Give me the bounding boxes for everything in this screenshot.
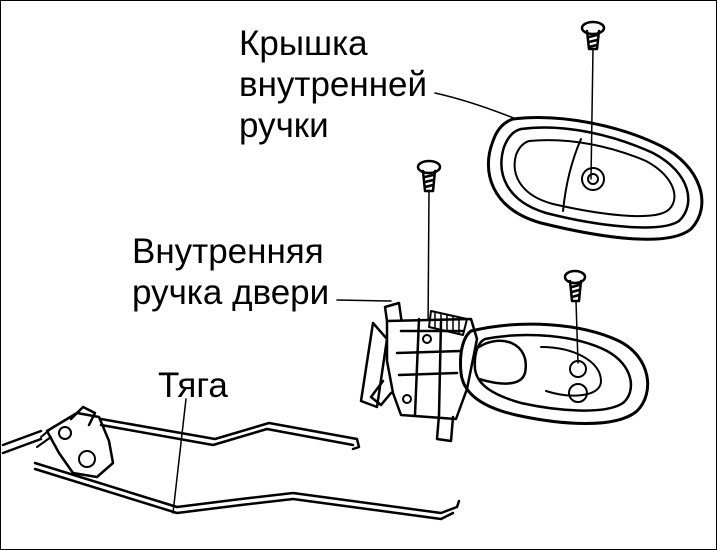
label-line: Внутренняя: [132, 232, 324, 271]
leader-lines: [172, 92, 517, 514]
label-handle-cover: Крышка внутренней ручки: [239, 23, 427, 146]
screw-bezel: [563, 269, 587, 364]
screw-mechanism: [416, 159, 442, 332]
leader-handle: [336, 299, 392, 302]
label-line: Тяга: [158, 366, 228, 405]
handle-mechanism: [359, 301, 479, 443]
label-rod: Тяга: [158, 365, 228, 406]
label-line: Крышка: [239, 24, 368, 63]
leader-rod: [172, 398, 187, 514]
label-line: внутренней: [239, 65, 428, 104]
rod-link-plate: [36, 405, 115, 479]
label-inner-door-handle: Внутренняя ручка двери: [132, 231, 329, 313]
screw-cover: [580, 20, 606, 180]
handle-bezel: [459, 322, 650, 425]
handle-cover: [486, 116, 704, 241]
label-line: ручка двери: [132, 273, 330, 312]
label-line: ручки: [239, 106, 329, 145]
leader-cover: [434, 92, 517, 120]
rods: [1, 417, 461, 521]
